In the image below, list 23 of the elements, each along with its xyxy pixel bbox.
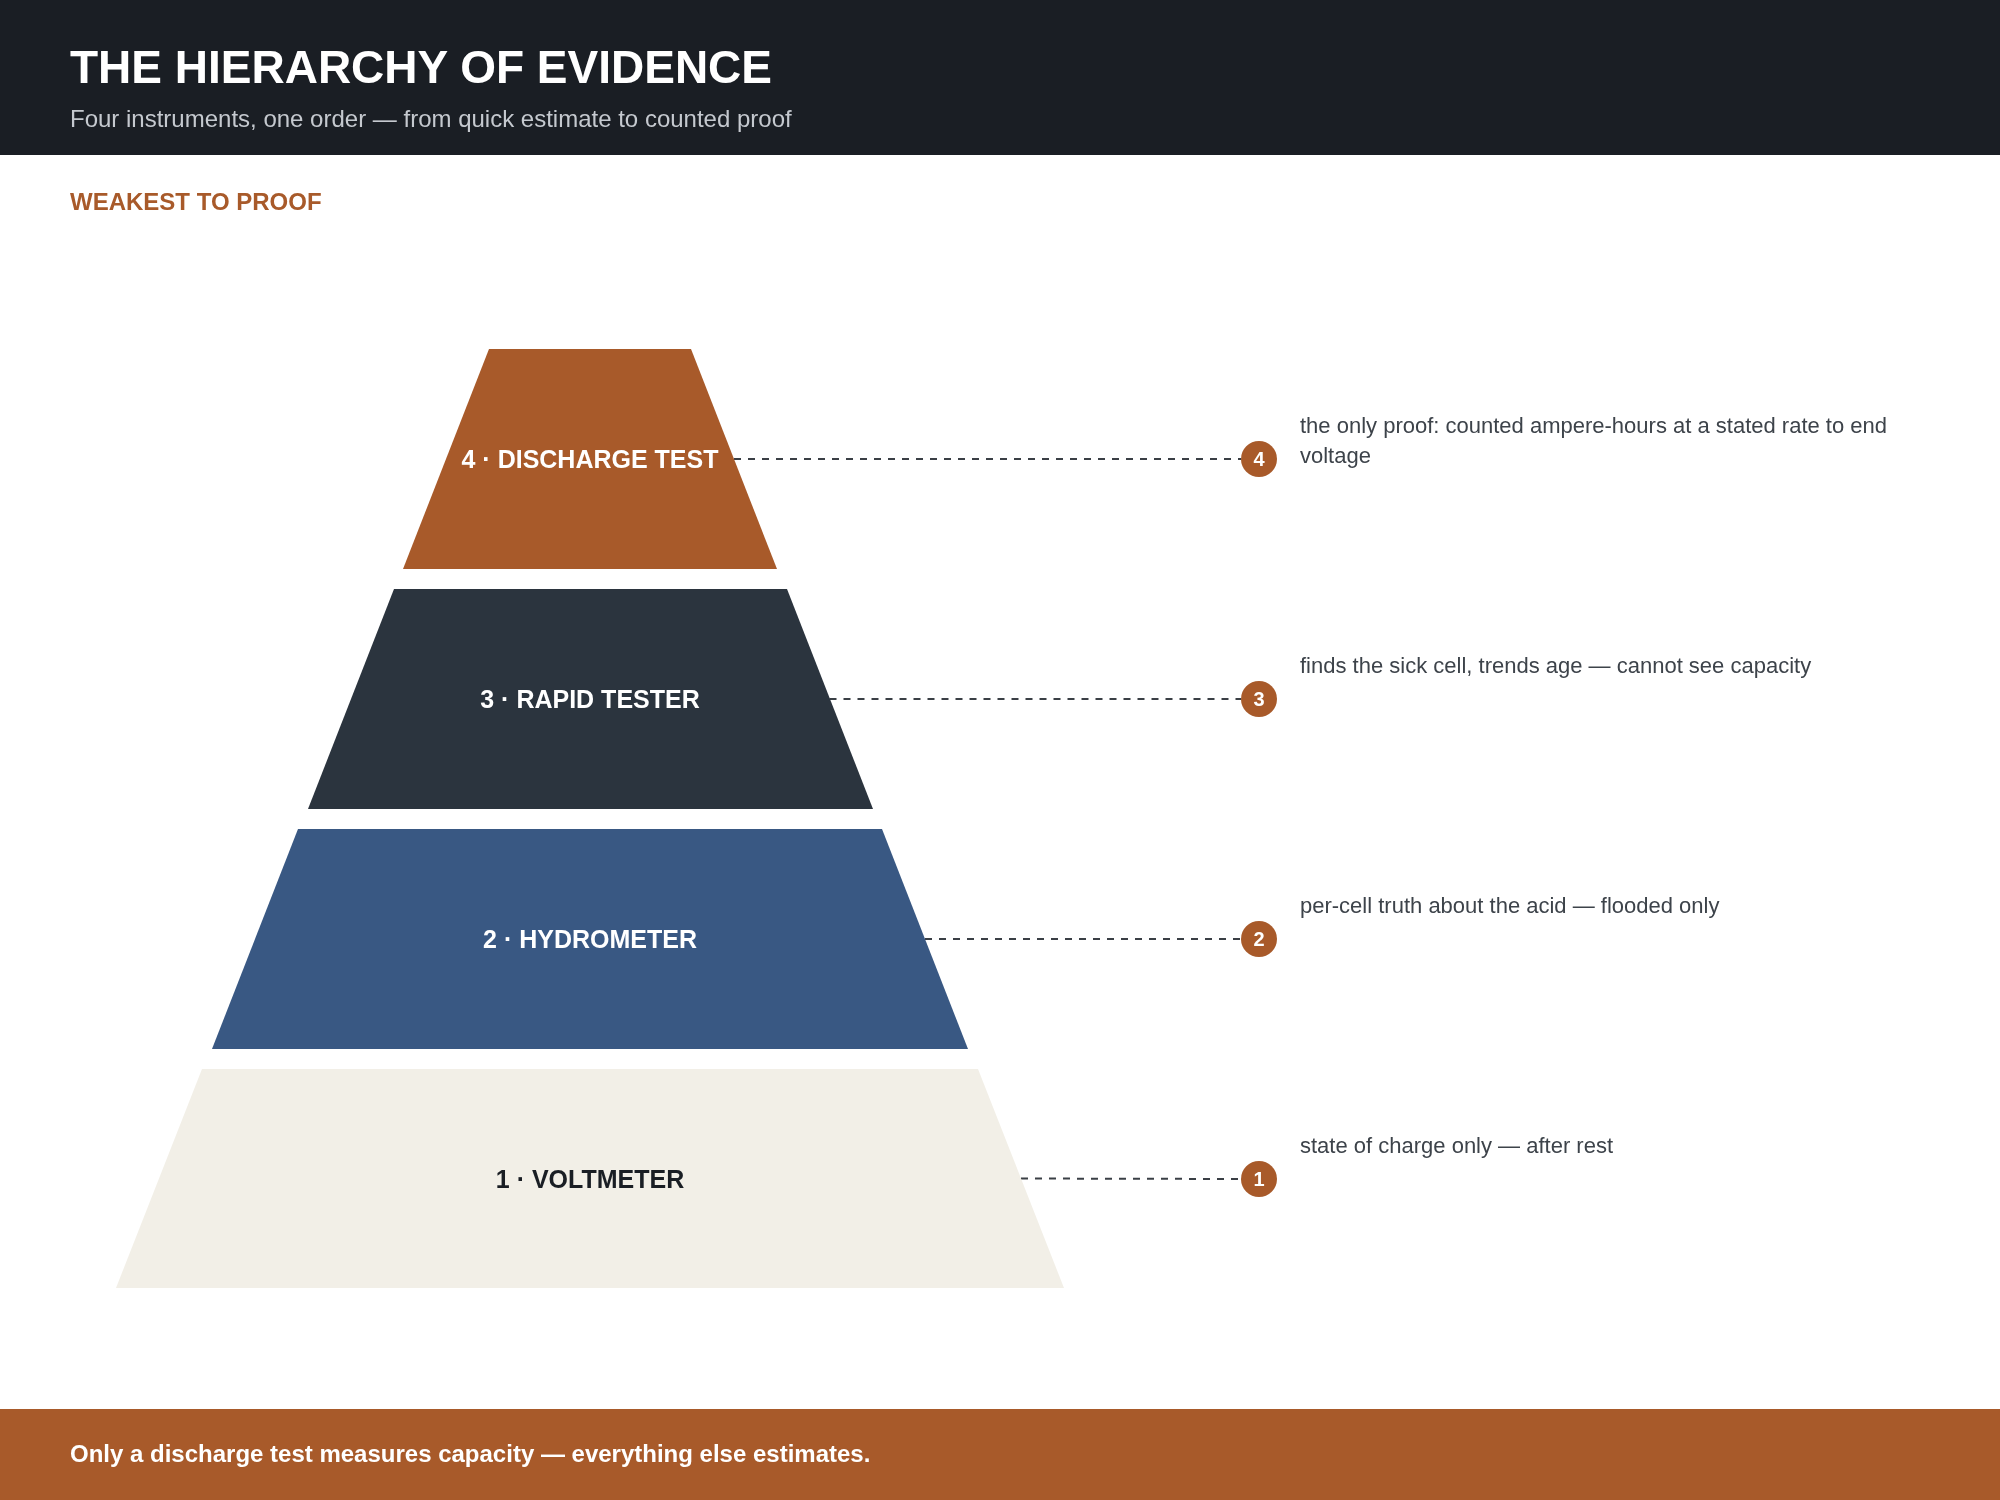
pyramid-tier <box>212 829 968 1049</box>
tier-label: 2 · HYDROMETER <box>483 924 697 954</box>
description-text: the only proof: counted ampere-hours at a stated rate to end voltage <box>1300 412 1889 470</box>
description-text: state of charge only — after rest <box>1300 1132 1615 1160</box>
pyramid-tier <box>307 589 873 809</box>
callout-number: 3 <box>1241 681 1277 717</box>
pyramid-tier <box>116 1069 1064 1288</box>
callout-number: 2 <box>1241 921 1277 957</box>
callout-number: 4 <box>1241 441 1277 477</box>
title: THE HIERARCHY OF EVIDENCE <box>70 40 773 94</box>
footer-text: Only a discharge test measures capacity — everything else estimates. <box>70 1439 871 1469</box>
description-text: per-cell truth about the acid — flooded only <box>1300 892 1721 920</box>
tier-label: 4 · DISCHARGE TEST <box>461 444 719 474</box>
tier-label: 1 · VOLTMETER <box>495 1163 685 1194</box>
description-text: finds the sick cell, trends age — cannot see capacity <box>1300 652 1813 680</box>
pyramid-tier <box>403 349 777 569</box>
section-heading: WEAKEST TO PROOF <box>70 187 322 217</box>
subtitle: Four instruments, one order — from quick estimate to counted proof <box>70 104 792 134</box>
leader-line <box>733 458 1242 460</box>
leader-line <box>924 938 1242 940</box>
leader-line <box>828 698 1242 700</box>
tier-label: 3 · RAPID TESTER <box>480 684 700 714</box>
callout-number: 1 <box>1241 1161 1277 1197</box>
